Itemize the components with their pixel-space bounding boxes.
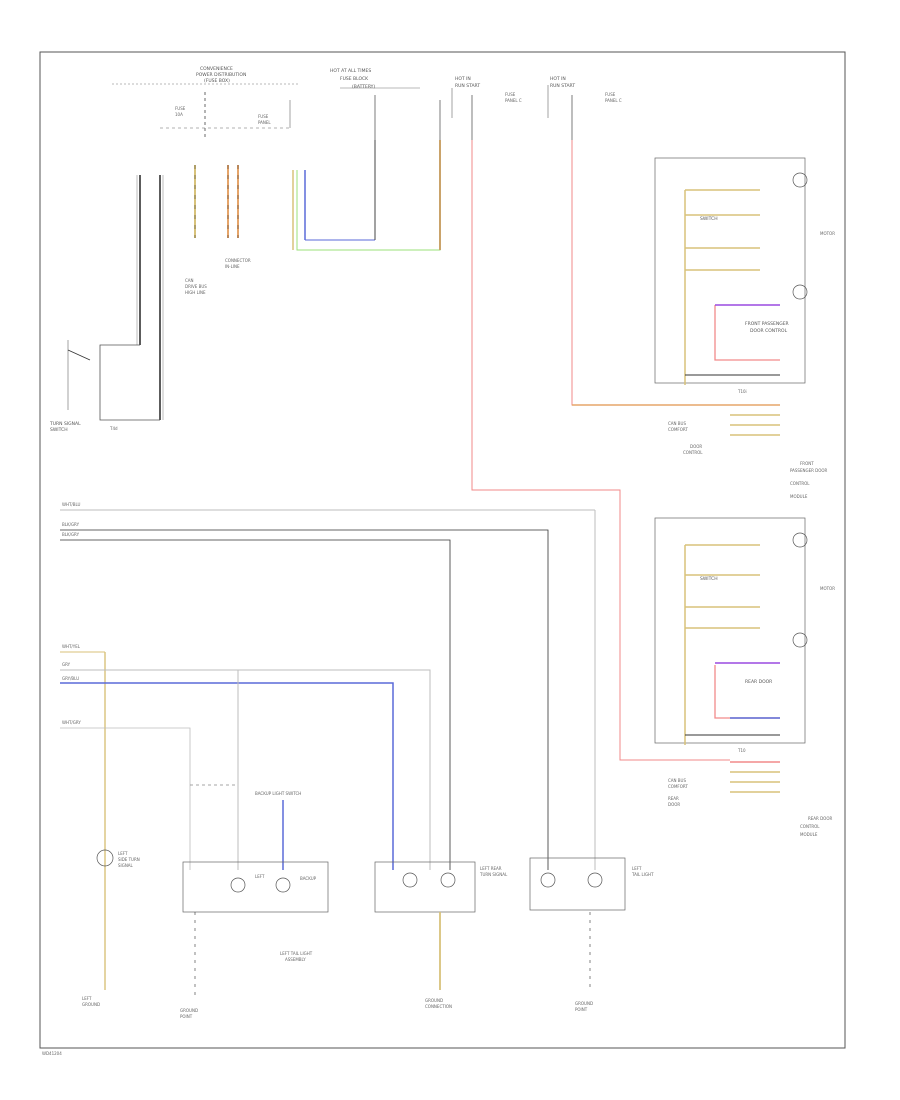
svg-text:COMFORT: COMFORT (668, 427, 688, 432)
svg-text:DOOR: DOOR (690, 444, 702, 449)
svg-text:FRONT: FRONT (800, 461, 814, 466)
front-left-module: SWITCH FRONT PASSENGER DOOR CONTROL MOTO… (654, 157, 835, 394)
svg-text:FUSE: FUSE (175, 106, 186, 111)
svg-text:RUN START: RUN START (455, 83, 480, 89)
svg-text:CONVENIENCE: CONVENIENCE (200, 66, 233, 72)
svg-text:BACKUP: BACKUP (300, 876, 317, 881)
pink-wires (471, 140, 730, 761)
svg-text:REAR: REAR (668, 796, 679, 801)
svg-text:SWITCH: SWITCH (700, 216, 718, 222)
rear-left-module: SWITCH REAR DOOR MOTOR T10 (654, 517, 835, 753)
front-left-connector: CAN BUS COMFORT DOOR CONTROL FRONT PASSE… (668, 404, 828, 499)
top-power-section: CONVENIENCE POWER DISTRIBUTION (FUSE BOX… (112, 66, 622, 140)
svg-text:FRONT PASSENGER: FRONT PASSENGER (745, 321, 789, 327)
svg-text:SWITCH: SWITCH (50, 427, 68, 433)
svg-text:REAR DOOR: REAR DOOR (808, 816, 832, 821)
svg-text:(BATTERY): (BATTERY) (352, 84, 375, 90)
svg-text:LEFT TAIL LIGHT: LEFT TAIL LIGHT (280, 951, 313, 956)
svg-text:DOOR: DOOR (668, 802, 680, 807)
svg-text:HOT AT ALL TIMES: HOT AT ALL TIMES (330, 68, 371, 74)
svg-text:POWER DISTRIBUTION: POWER DISTRIBUTION (196, 72, 246, 78)
svg-text:HOT IN: HOT IN (550, 76, 566, 82)
svg-text:BLK/GRY: BLK/GRY (62, 522, 80, 527)
svg-text:T10i: T10i (737, 389, 747, 394)
svg-text:GRY/BLU: GRY/BLU (62, 676, 79, 681)
svg-text:GROUND: GROUND (575, 1001, 593, 1006)
svg-text:LEFT: LEFT (82, 996, 92, 1001)
green-blue-loop (292, 140, 441, 251)
svg-text:PANEL C: PANEL C (605, 98, 622, 103)
rear-left-connector: CAN BUS COMFORT REAR DOOR REAR DOOR CONT… (668, 761, 832, 837)
diagram-frame (39, 51, 846, 1049)
upper-left-wires: TURN SIGNAL SWITCH T4d (49, 175, 164, 433)
svg-text:(FUSE BOX): (FUSE BOX) (204, 78, 230, 84)
svg-text:PANEL: PANEL (258, 120, 271, 125)
svg-text:FUSE BLOCK: FUSE BLOCK (340, 76, 369, 82)
svg-text:RUN START: RUN START (550, 83, 575, 89)
svg-text:WHT/GRY: WHT/GRY (62, 720, 81, 725)
svg-text:GROUND: GROUND (82, 1002, 100, 1007)
svg-text:IN-LINE: IN-LINE (225, 264, 240, 269)
svg-text:TAIL LIGHT: TAIL LIGHT (631, 872, 654, 877)
svg-text:CONNECTION: CONNECTION (425, 1004, 452, 1009)
svg-text:LEFT REAR: LEFT REAR (480, 866, 502, 871)
svg-text:CONTROL: CONTROL (683, 450, 703, 455)
svg-text:POINT: POINT (180, 1014, 193, 1019)
svg-text:FUSE: FUSE (505, 92, 516, 97)
svg-text:LEFT: LEFT (118, 851, 128, 856)
svg-text:WHT/BLU: WHT/BLU (62, 502, 81, 507)
svg-text:MODULE: MODULE (800, 832, 818, 837)
svg-text:MOTOR: MOTOR (820, 586, 835, 591)
svg-text:CONNECTOR: CONNECTOR (225, 258, 251, 263)
svg-text:GROUND: GROUND (180, 1008, 198, 1013)
svg-text:GROUND: GROUND (425, 998, 443, 1003)
svg-text:LEFT: LEFT (255, 874, 265, 879)
svg-text:CONTROL: CONTROL (790, 481, 810, 486)
svg-text:FUSE: FUSE (605, 92, 616, 97)
fuse-branch-wires: CAN DRIVE BUS HIGH LINE CONNECTOR IN-LIN… (185, 165, 251, 295)
svg-text:DOOR CONTROL: DOOR CONTROL (750, 328, 788, 334)
svg-text:LEFT: LEFT (632, 866, 642, 871)
svg-text:DRIVE BUS: DRIVE BUS (185, 284, 207, 289)
svg-text:HIGH LINE: HIGH LINE (185, 290, 206, 295)
ground-wires: LEFT GROUND GROUND POINT GROUND CONNECTI… (82, 912, 593, 1019)
svg-text:CAN BUS: CAN BUS (668, 421, 686, 426)
svg-text:SWITCH: SWITCH (700, 576, 718, 582)
svg-text:BLK/GRY: BLK/GRY (62, 532, 80, 537)
svg-text:GRY: GRY (62, 662, 71, 667)
svg-text:CONTROL: CONTROL (800, 824, 820, 829)
svg-text:SIDE TURN: SIDE TURN (118, 857, 140, 862)
svg-text:TURN SIGNAL: TURN SIGNAL (49, 421, 81, 427)
svg-text:PANEL C: PANEL C (505, 98, 522, 103)
svg-text:REAR DOOR: REAR DOOR (745, 679, 772, 685)
svg-text:SIGNAL: SIGNAL (118, 863, 134, 868)
lower-components: BACKUP LEFT LEFT REAR TURN SIGNAL LEFT T… (96, 849, 654, 962)
diagram-code: WD41204 (42, 1051, 62, 1056)
svg-text:CAN BUS: CAN BUS (668, 778, 686, 783)
svg-text:ASSEMBLY: ASSEMBLY (285, 957, 306, 962)
svg-text:FUSE: FUSE (258, 114, 269, 119)
svg-text:COMFORT: COMFORT (668, 784, 688, 789)
svg-text:HOT IN: HOT IN (455, 76, 471, 82)
horizontal-bus: WHT/BLU BLK/GRY BLK/GRY WHT/YEL GRY GRY/… (60, 502, 596, 990)
svg-text:WHT/YEL: WHT/YEL (62, 644, 81, 649)
svg-text:T10: T10 (737, 748, 746, 753)
svg-text:MOTOR: MOTOR (820, 231, 835, 236)
svg-text:10A: 10A (175, 112, 183, 117)
svg-text:TURN SIGNAL: TURN SIGNAL (479, 872, 508, 877)
svg-text:MODULE: MODULE (790, 494, 808, 499)
svg-text:POINT: POINT (575, 1007, 588, 1012)
svg-text:CAN: CAN (185, 278, 194, 283)
svg-text:PASSENGER DOOR: PASSENGER DOOR (790, 468, 828, 473)
svg-text:BACKUP LIGHT SWITCH: BACKUP LIGHT SWITCH (255, 791, 301, 796)
svg-text:T4d: T4d (109, 426, 118, 431)
